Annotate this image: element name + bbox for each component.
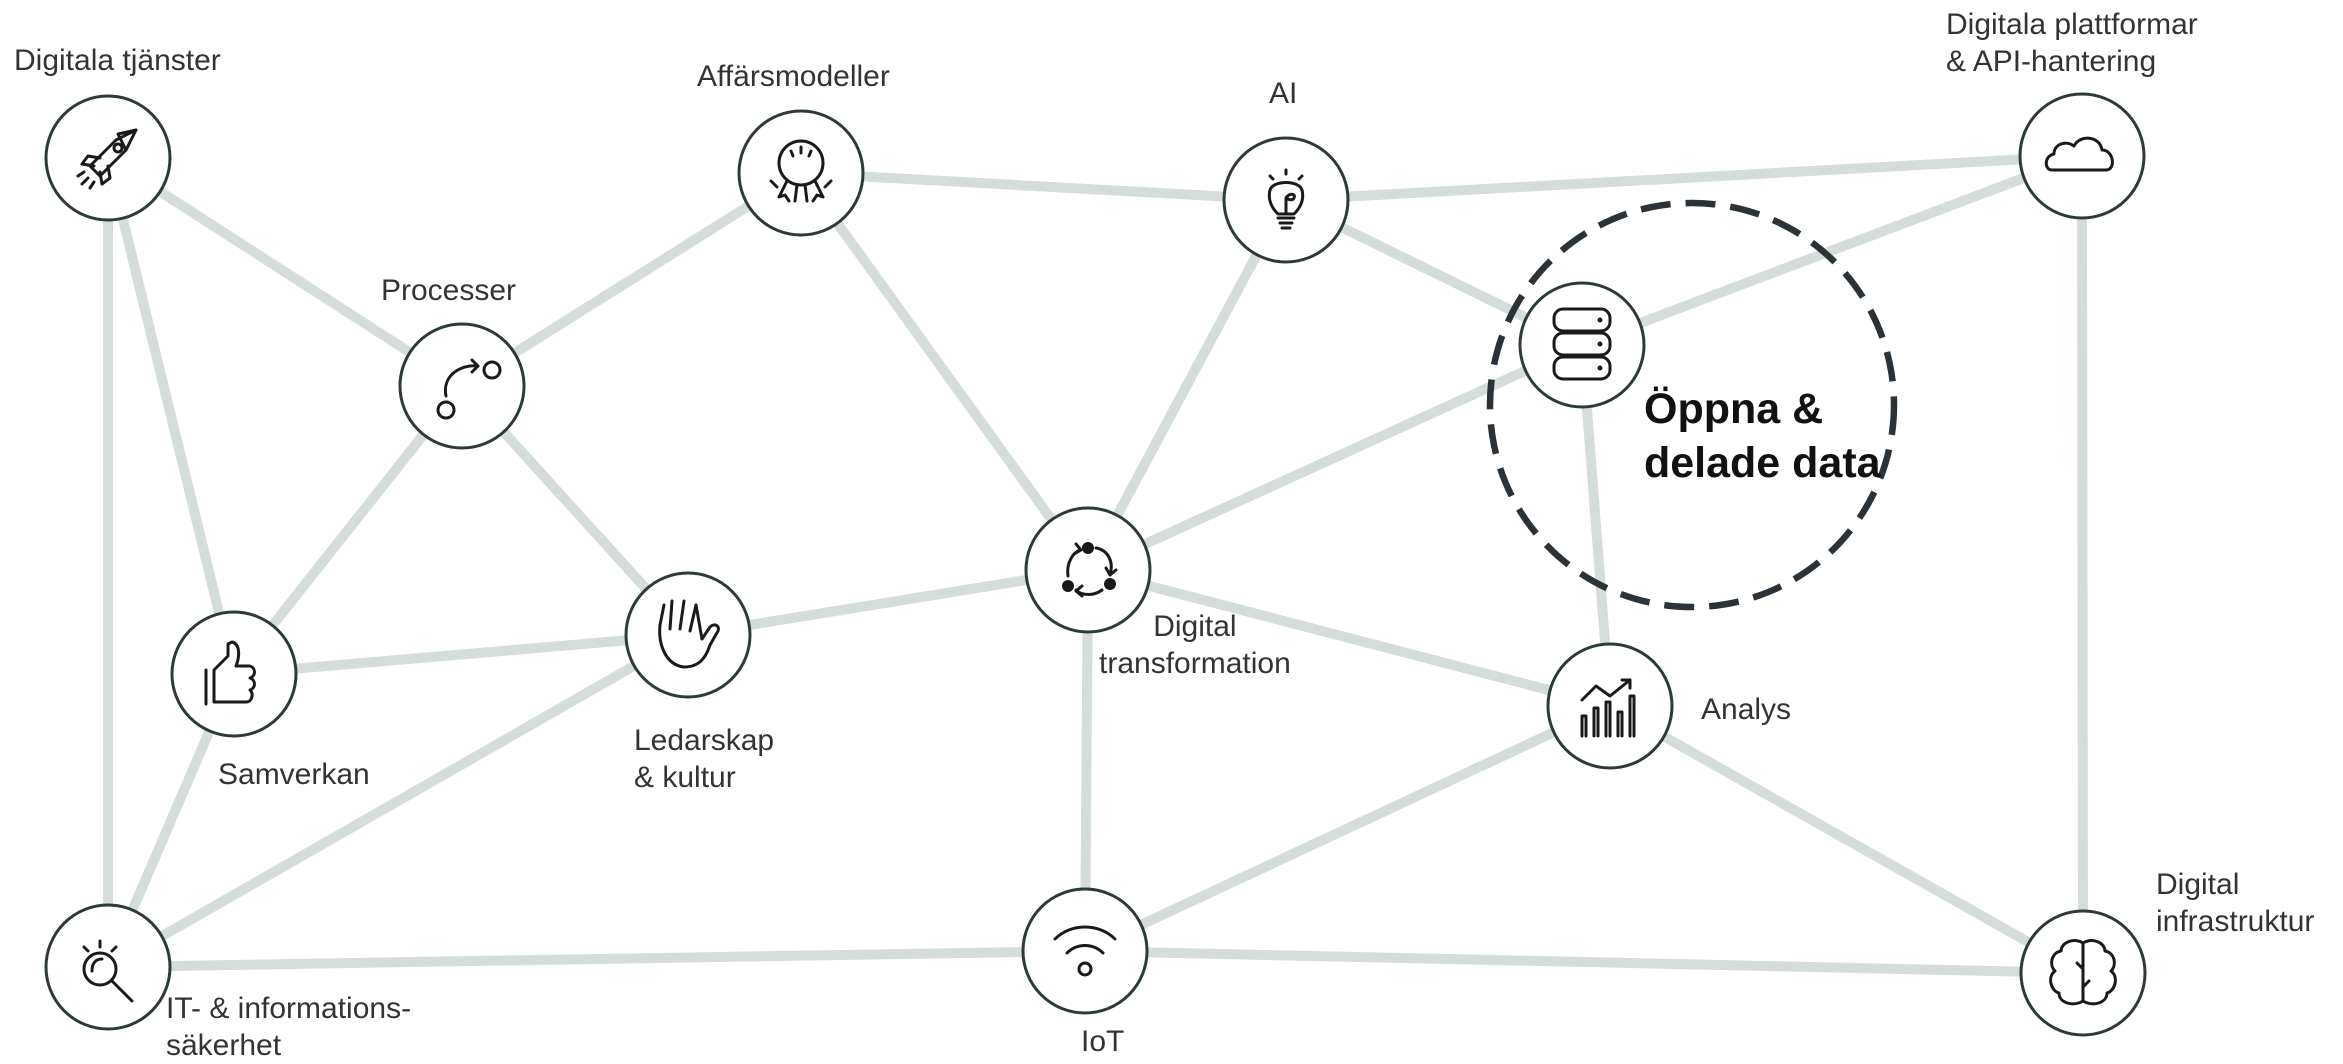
label-line: & kultur [634, 761, 736, 794]
node-analys[interactable] [1546, 642, 1674, 770]
label-line: & API-hantering [1946, 45, 2157, 78]
node-processer[interactable] [398, 322, 526, 450]
rocket-icon [76, 128, 138, 190]
cycle-icon [1062, 542, 1118, 598]
label-line: Analys [1701, 693, 1792, 726]
label-processer: Processer [381, 272, 516, 309]
edge-affarsmodeller-digital-transformation [796, 168, 1093, 575]
brain-icon [2049, 939, 2117, 1006]
label-line: Samverkan [218, 758, 370, 791]
label-infrastruktur: Digital infrastruktur [2156, 866, 2314, 940]
thumbs-up-icon [204, 640, 256, 706]
edge-samverkan-ledarskap [229, 630, 693, 679]
node-plattformar[interactable] [2018, 92, 2146, 220]
label-line: infrastruktur [2156, 905, 2315, 938]
edge-digital-transformation-analys [1083, 565, 1615, 711]
node-infrastruktur[interactable] [2019, 909, 2147, 1037]
edge-digitala-tjanster-processer [103, 153, 467, 391]
label-line: AI [1269, 77, 1298, 110]
node-iot[interactable] [1021, 887, 1149, 1015]
label-line: Öppna & [1644, 385, 1824, 433]
edge-ledarskap-digital-transformation [683, 565, 1093, 640]
label-it-sakerhet: IT- & informations- säkerhet [166, 990, 411, 1064]
label-line: IT- & informations- [166, 992, 412, 1025]
edge-affarsmodeller-ai [796, 168, 1291, 205]
edge-iot-infrastruktur [1080, 946, 2088, 978]
process-icon [436, 358, 502, 420]
label-analys: Analys [1701, 691, 1791, 728]
label-line: Digitala tjänster [14, 44, 221, 77]
node-layer [44, 92, 2147, 1037]
label-samverkan: Samverkan [218, 756, 370, 793]
edge-ledarskap-it-sakerhet [103, 630, 693, 972]
node-circle [1024, 506, 1152, 634]
edge-oppna-data-digital-transformation [1083, 340, 1587, 575]
label-affarsmodeller: Affärsmodeller [697, 58, 890, 95]
label-ledarskap: Ledarskap & kultur [634, 722, 774, 796]
label-line: delade data [1644, 439, 1881, 487]
label-line: IoT [1081, 1025, 1125, 1058]
database-icon [1552, 307, 1612, 381]
label-line: Ledarskap [634, 724, 775, 757]
lightbulb-icon [1267, 168, 1305, 230]
label-line: Digital [2156, 868, 2240, 901]
label-line: säkerhet [166, 1029, 282, 1062]
node-circle [44, 903, 172, 1031]
node-oppna-data[interactable] [1518, 281, 1646, 409]
label-oppna-data: Öppna & delade data [1644, 382, 1881, 490]
edge-plattformar-oppna-data [1577, 151, 2087, 350]
label-line: Digitala plattformar [1946, 8, 2198, 41]
label-digital-transformation: Digital transformation [1099, 608, 1291, 682]
node-circle [44, 94, 172, 222]
label-ai: AI [1269, 75, 1297, 112]
label-plattformar: Digitala plattformar & API-hantering [1946, 6, 2198, 80]
node-circle [398, 322, 526, 450]
node-ai[interactable] [1222, 136, 1350, 264]
node-samverkan[interactable] [170, 610, 298, 738]
label-iot: IoT [1081, 1023, 1124, 1060]
node-digital-transformation[interactable] [1024, 506, 1152, 634]
chart-icon [1580, 678, 1636, 738]
node-affarsmodeller[interactable] [737, 109, 865, 237]
node-circle [1518, 281, 1646, 409]
edge-processer-affarsmodeller [457, 168, 806, 391]
highlight-ring [1486, 199, 1898, 611]
label-line: Processer [381, 274, 517, 307]
magnifier-icon [82, 939, 134, 1003]
hand-icon [658, 599, 720, 669]
label-line: transformation [1099, 647, 1291, 680]
edge-analys-iot [1080, 701, 1615, 956]
label-line: Digital [1153, 610, 1237, 643]
edge-analys-infrastruktur [1605, 701, 2088, 978]
node-circle [624, 571, 752, 699]
node-ledarskap[interactable] [624, 571, 752, 699]
node-digitala-tjanster[interactable] [44, 94, 172, 222]
node-circle [737, 109, 865, 237]
edge-digital-transformation-iot [1080, 565, 1093, 956]
edge-ai-digital-transformation [1083, 195, 1291, 575]
edge-digitala-tjanster-samverkan [103, 153, 239, 679]
edge-ai-plattformar [1281, 151, 2087, 205]
edge-it-sakerhet-iot [103, 946, 1090, 972]
node-circle [2018, 92, 2146, 220]
award-icon [769, 139, 833, 203]
wifi-icon [1053, 925, 1117, 977]
label-line: Affärsmodeller [697, 60, 890, 93]
node-circle [170, 610, 298, 738]
node-it-sakerhet[interactable] [44, 903, 172, 1031]
label-digitala-tjanster: Digitala tjänster [14, 42, 221, 79]
node-circle [1021, 887, 1149, 1015]
edge-plattformar-infrastruktur [2077, 151, 2088, 978]
cloud-icon [2044, 136, 2114, 172]
